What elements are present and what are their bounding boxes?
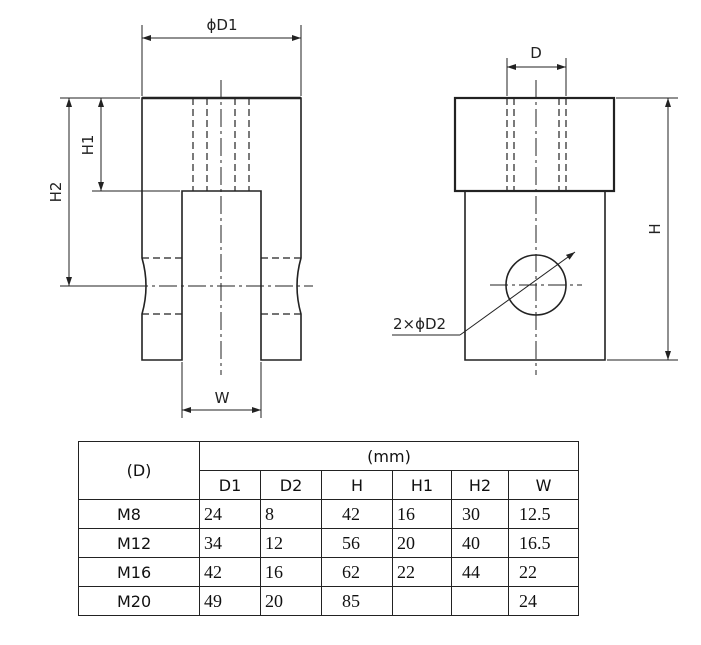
column-header: D2 [260, 470, 322, 500]
row-size: M12 [78, 528, 200, 558]
dim-label-h1: H1 [79, 135, 97, 156]
column-header: H [321, 470, 393, 500]
dimension-h2 [60, 97, 130, 287]
dimension-w [181, 362, 262, 418]
dim-label-w: W [215, 389, 230, 407]
table-cell: 56 [321, 528, 393, 558]
table-cell: 85 [321, 586, 393, 616]
side-view-hidden-lines [506, 98, 567, 191]
table-cell: 42 [321, 499, 393, 529]
table-cell: 24 [199, 499, 261, 529]
table-cell: 24 [508, 586, 579, 616]
table-cell: 20 [392, 528, 452, 558]
table-cell: 16.5 [508, 528, 579, 558]
dim-label-d: D [530, 44, 542, 62]
table-cell: 49 [199, 586, 261, 616]
table-cell: 42 [199, 557, 261, 587]
table-cell: 20 [260, 586, 322, 616]
table-cell: 22 [392, 557, 452, 587]
row-size: M8 [78, 499, 200, 529]
dim-label-h: H [646, 223, 664, 234]
table-cell: 12 [260, 528, 322, 558]
table-cell: 12.5 [508, 499, 579, 529]
column-header: W [508, 470, 579, 500]
side-view [453, 96, 616, 361]
table-cell: 8 [260, 499, 322, 529]
dim-label-h2: H2 [47, 182, 65, 203]
hole-callout [392, 251, 576, 336]
table-header-row: (D) (mm) [78, 441, 579, 500]
row-size: M20 [78, 586, 200, 616]
table-cell: 16 [260, 557, 322, 587]
side-view-centerlines [490, 80, 582, 375]
dimension-h [607, 97, 678, 361]
front-view-hidden-lines [142, 98, 301, 315]
table-cell: 62 [321, 557, 393, 587]
spec-table: (D) (mm) D1 D2 H H1 H2 W M8 24 8 42 16 3… [78, 441, 579, 616]
technical-drawing: ϕD1 H1 H2 W D [47, 16, 678, 418]
front-view-centerlines [130, 80, 313, 375]
table-cell [451, 586, 509, 616]
side-view-body [464, 191, 606, 361]
table-cell: 16 [392, 499, 452, 529]
row-size: M16 [78, 557, 200, 587]
table-row: M8 24 8 42 16 30 12.5 [78, 499, 579, 529]
side-view-head [453, 96, 616, 193]
row-label-header: (D) [78, 441, 200, 500]
dimension-d [506, 58, 567, 96]
table-cell: 44 [451, 557, 509, 587]
column-header: D1 [199, 470, 261, 500]
table-row: M16 42 16 62 22 44 22 [78, 557, 579, 587]
column-header: H2 [451, 470, 509, 500]
table-row: M12 34 12 56 20 40 16.5 [78, 528, 579, 558]
table-cell: 30 [451, 499, 509, 529]
table-row: M20 49 20 85 24 [78, 586, 579, 616]
dimension-d1 [141, 25, 302, 96]
dim-label-hole: 2×ϕD2 [393, 315, 446, 333]
dim-label-d1: ϕD1 [207, 16, 238, 34]
table-cell [392, 586, 452, 616]
table-cell: 22 [508, 557, 579, 587]
table-cell: 34 [199, 528, 261, 558]
table-cell: 40 [451, 528, 509, 558]
dimension-h1 [92, 97, 180, 192]
column-header: H1 [392, 470, 452, 500]
front-view-outline [141, 97, 302, 361]
unit-header: (mm) [199, 441, 579, 471]
